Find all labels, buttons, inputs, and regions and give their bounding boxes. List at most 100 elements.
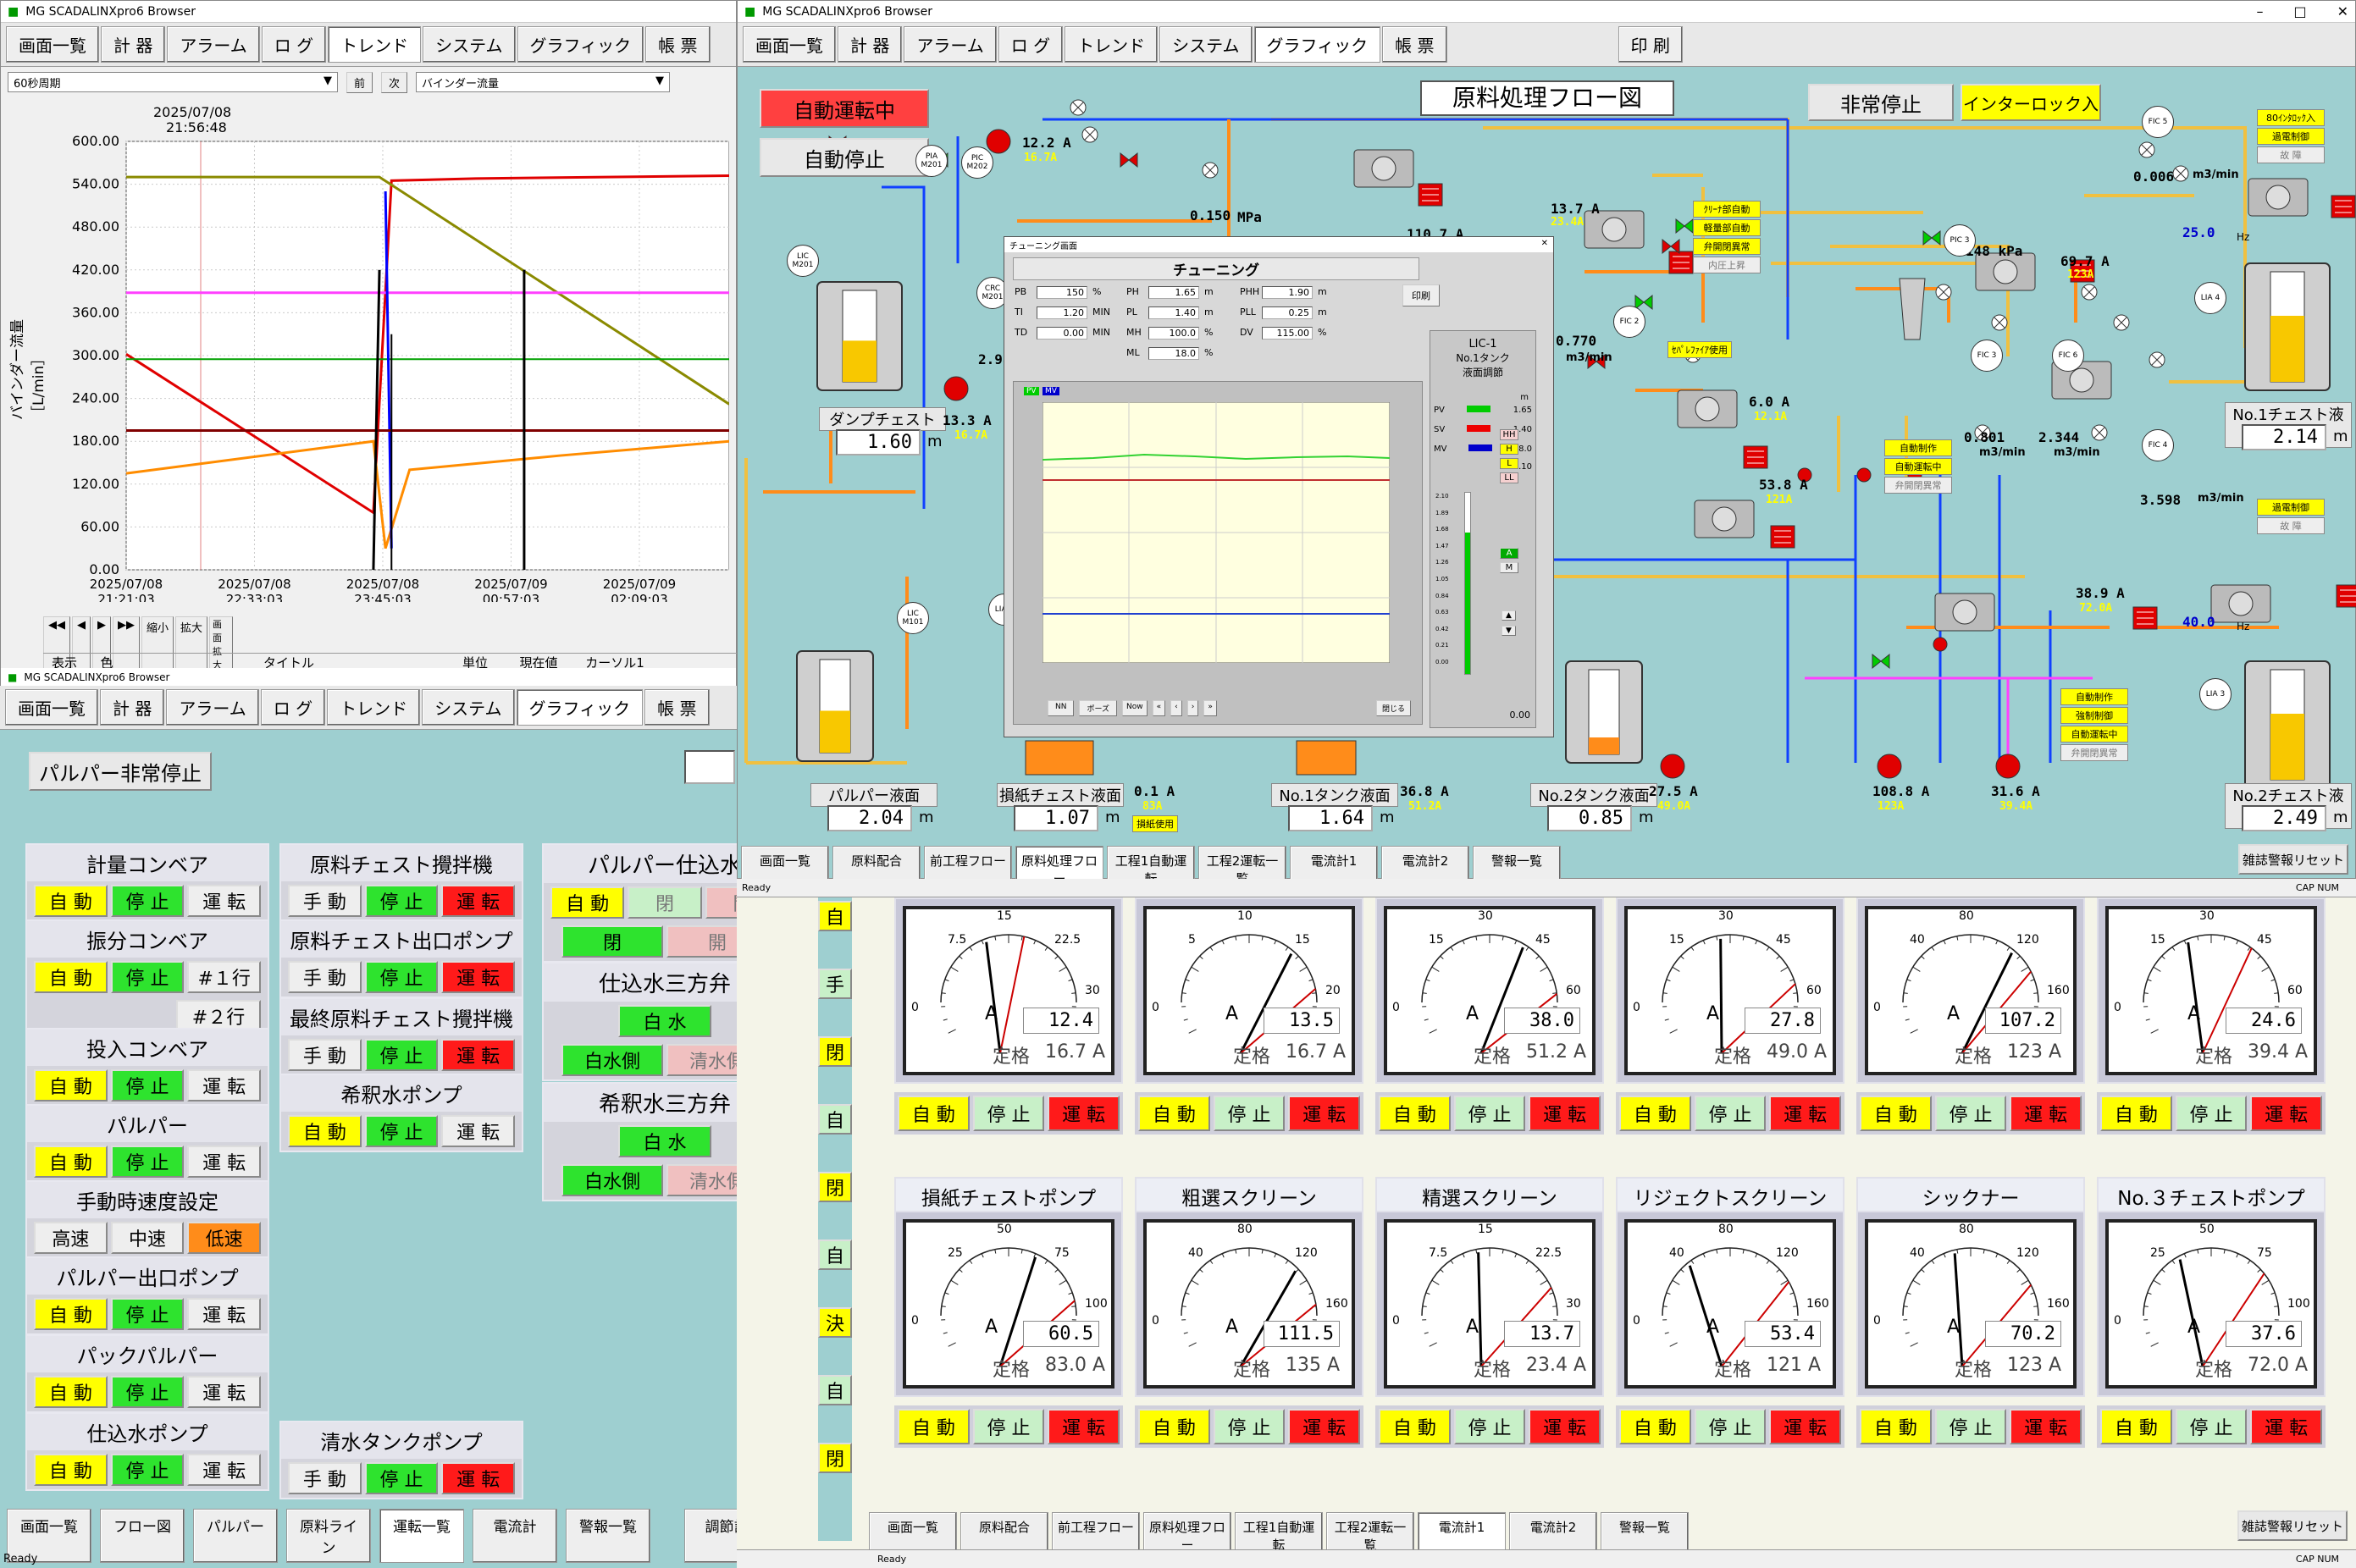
prev-icon[interactable]: ‹ (1170, 700, 1182, 716)
instrument-tag[interactable]: CRC M201 (976, 277, 1009, 309)
op-button[interactable]: 停 止 (110, 961, 185, 993)
op-button[interactable]: 高速 (34, 1222, 108, 1254)
ops-bottom-tab-6[interactable]: 警報一覧 (566, 1509, 650, 1563)
ops-bottom-tab-4[interactable]: 運転一覧 (379, 1509, 464, 1563)
instrument-tag[interactable]: LIC M101 (897, 602, 929, 634)
valve-button[interactable]: 閉 (561, 925, 663, 958)
valve-button[interactable]: 閉 (628, 886, 702, 919)
auto-stop-button[interactable]: 自動停止 (760, 138, 929, 177)
flow-tab-7[interactable]: 帳 票 (1382, 26, 1447, 63)
meter-op-button[interactable]: 停 止 (972, 1096, 1045, 1131)
op-button[interactable]: 停 止 (110, 1069, 185, 1101)
op-button[interactable]: 自 動 (34, 885, 108, 917)
trend-tab-7[interactable]: 帳 票 (645, 26, 711, 63)
tuning-param-value[interactable]: 150 (1037, 286, 1087, 299)
meter-op-button[interactable]: 停 止 (2175, 1096, 2248, 1131)
op-button[interactable]: 停 止 (110, 1454, 185, 1486)
op-button[interactable]: 停 止 (110, 1146, 185, 1178)
trend-tab-1[interactable]: 計 器 (101, 26, 166, 63)
meter-op-button[interactable]: 運 転 (2010, 1409, 2082, 1444)
meter-op-button[interactable]: 自 動 (1860, 1409, 1932, 1444)
down-arrow-icon[interactable]: ▼ (1502, 626, 1516, 636)
op-button[interactable]: 停 止 (110, 1298, 185, 1330)
flow-tab-6[interactable]: グラフィック (1253, 26, 1381, 63)
ops-bottom-tab-5[interactable]: 電流計 (473, 1509, 557, 1563)
ops-tab-6[interactable]: グラフィック (516, 689, 644, 726)
op-button[interactable]: 低速 (187, 1222, 262, 1254)
valve-button[interactable]: 白 水 (618, 1125, 711, 1157)
tuning-param-value[interactable]: 1.90 (1262, 286, 1313, 299)
op-button[interactable]: 運 転 (187, 1454, 262, 1486)
manual-mode-button[interactable]: M (1500, 562, 1518, 573)
valve-icon[interactable] (1675, 218, 1694, 235)
instrument-tag[interactable]: PIA M201 (915, 145, 948, 177)
tuning-param-value[interactable]: 1.40 (1148, 306, 1199, 319)
instrument-tag[interactable]: LIA 4 (2194, 282, 2226, 314)
op-button[interactable]: 停 止 (364, 961, 439, 993)
flow-tab-2[interactable]: アラーム (904, 26, 997, 63)
pause-button[interactable]: ポーズ (1079, 700, 1118, 716)
op-button[interactable]: 手 動 (288, 961, 362, 993)
instrument-tag[interactable]: FIC 3 (1971, 340, 2003, 372)
instrument-tag[interactable]: PIC 3 (1944, 224, 1976, 257)
side-strip-label[interactable]: 自 (818, 901, 852, 931)
close-icon[interactable]: ✕ (1540, 239, 1548, 248)
meter-op-button[interactable]: 停 止 (1213, 1409, 1286, 1444)
meter-op-button[interactable]: 運 転 (1769, 1096, 1842, 1131)
op-button[interactable]: 自 動 (34, 1069, 108, 1101)
meter-op-button[interactable]: 停 止 (1934, 1409, 2007, 1444)
nn-button[interactable]: NN (1048, 700, 1075, 716)
ops-bottom-tab-2[interactable]: パルパー (193, 1509, 278, 1563)
ops-tab-0[interactable]: 画面一覧 (5, 689, 98, 726)
side-strip-label[interactable]: 自 (818, 1375, 852, 1405)
meter-op-button[interactable]: 自 動 (1379, 1409, 1451, 1444)
op-button[interactable]: 手 動 (288, 1462, 362, 1494)
op-button[interactable]: 自 動 (34, 1146, 108, 1178)
first-icon[interactable]: « (1152, 700, 1166, 716)
op-button[interactable]: 停 止 (110, 1376, 185, 1408)
up-arrow-icon[interactable]: ▲ (1502, 610, 1516, 621)
meter-op-button[interactable]: 運 転 (1288, 1096, 1361, 1131)
meter-op-button[interactable]: 運 転 (1288, 1409, 1361, 1444)
meter-op-button[interactable]: 停 止 (1453, 1409, 1526, 1444)
last-page-icon[interactable]: ▶▶ (113, 616, 140, 672)
op-button[interactable]: 停 止 (364, 1039, 439, 1071)
last-icon[interactable]: » (1203, 700, 1217, 716)
ops-bottom-tab-0[interactable]: 画面一覧 (7, 1509, 91, 1563)
flow-reset-button[interactable]: 雑誌警報リセット (2238, 844, 2348, 875)
series-select[interactable]: バインダー流量▼ (416, 72, 671, 92)
op-button[interactable]: #１行 (187, 961, 262, 993)
flow-tab-3[interactable]: ロ グ (998, 26, 1064, 63)
op-button[interactable]: 手 動 (288, 885, 362, 917)
ops-tab-2[interactable]: アラーム (166, 689, 259, 726)
instrument-tag[interactable]: FIC 5 (2142, 106, 2174, 138)
ops-tab-1[interactable]: 計 器 (100, 689, 165, 726)
op-button[interactable]: 運 転 (187, 1146, 262, 1178)
meter-op-button[interactable]: 停 止 (1694, 1409, 1767, 1444)
op-button[interactable]: 運 転 (441, 1115, 516, 1147)
trend-tab-6[interactable]: グラフィック (517, 26, 644, 63)
ops-bottom-tab-1[interactable]: フロー図 (100, 1509, 185, 1563)
tuning-param-value[interactable]: 0.25 (1262, 306, 1313, 319)
op-button[interactable]: 運 転 (441, 885, 516, 917)
meter-op-button[interactable]: 自 動 (2100, 1096, 2172, 1131)
first-page-icon[interactable]: ◀◀ (43, 616, 70, 672)
op-button[interactable]: 自 動 (34, 1454, 108, 1486)
op-button[interactable]: 運 転 (441, 961, 516, 993)
tuning-param-value[interactable]: 18.0 (1148, 347, 1199, 360)
meter-op-button[interactable]: 自 動 (1138, 1096, 1210, 1131)
op-button[interactable]: 自 動 (34, 1376, 108, 1408)
op-button[interactable]: 運 転 (441, 1462, 516, 1494)
flow-tab-1[interactable]: 計 器 (838, 26, 903, 63)
op-button[interactable]: 運 転 (187, 1069, 262, 1101)
tuning-close-button[interactable]: 閉じる (1376, 700, 1412, 716)
side-strip-label[interactable]: 手 (818, 969, 852, 999)
instrument-tag[interactable]: FIC 4 (2142, 429, 2174, 461)
op-button[interactable]: 運 転 (187, 1298, 262, 1330)
valve-icon[interactable] (1922, 229, 1941, 246)
meter-op-button[interactable]: 運 転 (1529, 1096, 1601, 1131)
valve-icon[interactable] (1120, 152, 1138, 168)
auto-mode-button[interactable]: A (1500, 548, 1518, 559)
meter-op-button[interactable]: 自 動 (1379, 1096, 1451, 1131)
meter-op-button[interactable]: 運 転 (2010, 1096, 2082, 1131)
